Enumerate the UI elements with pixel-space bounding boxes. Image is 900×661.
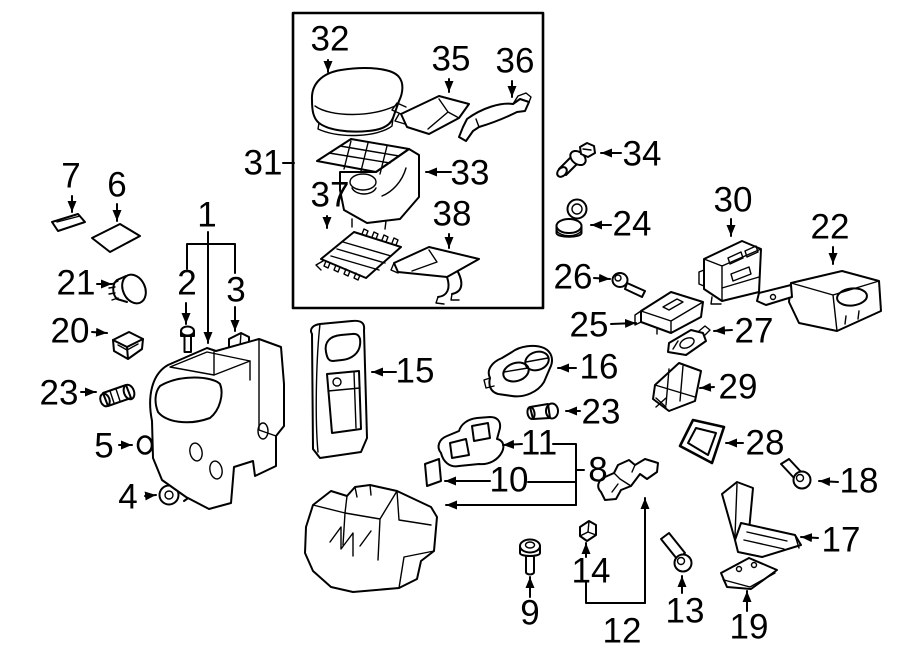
leader-8 bbox=[445, 443, 585, 510]
square-clip bbox=[424, 458, 442, 487]
part-label-34[interactable]: 34 bbox=[622, 134, 662, 174]
part-label-14[interactable]: 14 bbox=[571, 551, 611, 591]
part-label-18[interactable]: 18 bbox=[839, 461, 879, 501]
part-label-22[interactable]: 22 bbox=[810, 207, 850, 247]
rubber-mat-insert bbox=[437, 416, 505, 468]
part-label-25[interactable]: 25 bbox=[569, 305, 609, 345]
part-label-6[interactable]: 6 bbox=[107, 165, 127, 205]
part-label-36[interactable]: 36 bbox=[495, 41, 535, 81]
rear-trim-panel bbox=[310, 319, 368, 459]
armrest-base-frame bbox=[316, 138, 420, 230]
part-label-20[interactable]: 20 bbox=[50, 311, 90, 351]
console-front-housing bbox=[149, 338, 285, 510]
part-label-26[interactable]: 26 bbox=[553, 257, 593, 297]
leader-20 bbox=[91, 327, 108, 337]
part-label-16[interactable]: 16 bbox=[579, 347, 619, 387]
leader-29 bbox=[699, 382, 715, 392]
screw-9 bbox=[519, 538, 541, 576]
console-rear-housing bbox=[304, 484, 438, 593]
part-label-5[interactable]: 5 bbox=[94, 426, 114, 466]
part-label-28[interactable]: 28 bbox=[745, 423, 785, 463]
part-label-15[interactable]: 15 bbox=[395, 351, 435, 391]
part-label-12[interactable]: 12 bbox=[602, 611, 642, 651]
part-label-19[interactable]: 19 bbox=[729, 607, 769, 647]
part-label-33[interactable]: 33 bbox=[450, 153, 490, 193]
part-label-4[interactable]: 4 bbox=[118, 477, 138, 517]
leader-4 bbox=[144, 491, 157, 501]
part-label-11[interactable]: 11 bbox=[520, 423, 558, 463]
leader-18 bbox=[818, 477, 839, 487]
pad bbox=[91, 223, 141, 253]
trim-frame bbox=[678, 418, 726, 465]
part-label-27[interactable]: 27 bbox=[734, 311, 774, 351]
part-label-30[interactable]: 30 bbox=[713, 180, 753, 220]
part-label-7[interactable]: 7 bbox=[61, 156, 81, 196]
serrated-plate bbox=[315, 228, 402, 281]
clip-box bbox=[112, 331, 144, 360]
stud-bolt bbox=[180, 325, 195, 353]
part-label-31[interactable]: 31 bbox=[243, 143, 283, 183]
hex-bolt bbox=[556, 142, 596, 178]
part-label-1[interactable]: 1 bbox=[197, 195, 217, 235]
part-label-21[interactable]: 21 bbox=[56, 263, 96, 303]
part-label-23a[interactable]: 23 bbox=[39, 373, 79, 413]
support-bracket bbox=[390, 246, 480, 305]
knob-cap bbox=[108, 273, 147, 305]
leader-26 bbox=[593, 273, 611, 283]
grommet bbox=[555, 198, 588, 238]
small-bracket bbox=[667, 325, 711, 356]
bracket-box bbox=[634, 291, 704, 335]
part-label-23b[interactable]: 23 bbox=[581, 392, 621, 432]
latch-bracket bbox=[721, 481, 802, 558]
base-plate bbox=[720, 557, 778, 590]
part-label-37[interactable]: 37 bbox=[310, 175, 350, 215]
part-label-29[interactable]: 29 bbox=[718, 367, 758, 407]
armrest-mount-plate bbox=[391, 95, 470, 135]
screw-18 bbox=[780, 458, 812, 490]
part-label-35[interactable]: 35 bbox=[431, 39, 471, 79]
pad-strip bbox=[51, 213, 86, 232]
hinge-bar bbox=[458, 92, 532, 142]
part-label-9[interactable]: 9 bbox=[520, 593, 540, 633]
leader-1 bbox=[186, 231, 236, 344]
part-label-17[interactable]: 17 bbox=[821, 520, 861, 560]
clip-14 bbox=[579, 520, 597, 542]
storage-tray bbox=[756, 270, 882, 332]
screw-13 bbox=[660, 532, 693, 573]
part-label-8[interactable]: 8 bbox=[588, 450, 608, 490]
bolt-23-left bbox=[99, 383, 136, 408]
part-label-32[interactable]: 32 bbox=[310, 19, 350, 59]
vent-grille-panel bbox=[652, 362, 702, 412]
leader-27 bbox=[713, 325, 733, 335]
leader-25 bbox=[610, 318, 637, 328]
seal-ring bbox=[136, 435, 154, 455]
part-label-13[interactable]: 13 bbox=[665, 591, 705, 631]
part-label-10[interactable]: 10 bbox=[489, 460, 529, 500]
leader-11 bbox=[502, 439, 523, 449]
screw-26 bbox=[611, 272, 646, 298]
leader-lines bbox=[67, 59, 839, 612]
part-label-24[interactable]: 24 bbox=[612, 204, 652, 244]
part-label-3[interactable]: 3 bbox=[226, 270, 246, 310]
control-module bbox=[698, 240, 762, 305]
leader-12 bbox=[585, 497, 650, 604]
mount-bracket bbox=[597, 458, 659, 501]
armrest-lid bbox=[310, 67, 404, 137]
bolt-23-center bbox=[526, 402, 559, 420]
part-label-2[interactable]: 2 bbox=[177, 263, 197, 303]
leader-17 bbox=[800, 533, 819, 543]
cup-holder bbox=[483, 344, 553, 398]
part-label-38[interactable]: 38 bbox=[432, 194, 472, 234]
